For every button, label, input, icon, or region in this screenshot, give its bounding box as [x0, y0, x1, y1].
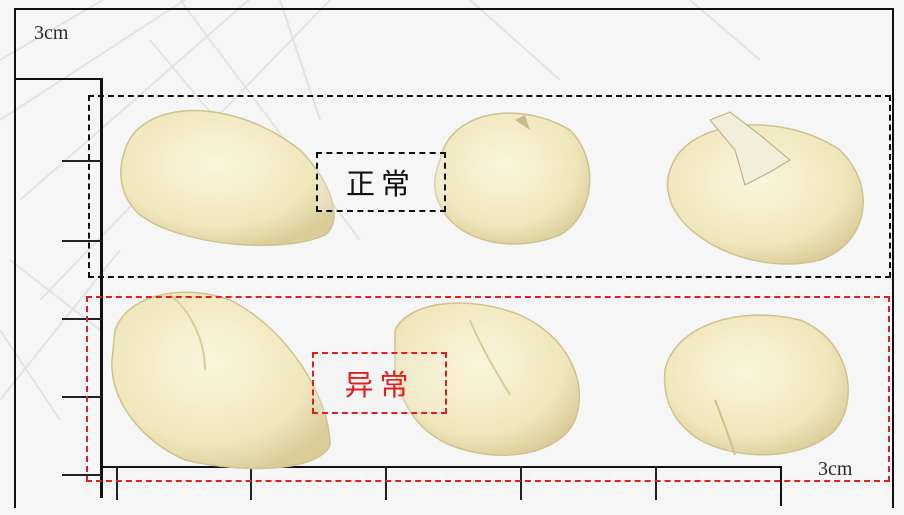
abnormal-label: 异常	[312, 352, 447, 414]
abnormal-group-box	[86, 296, 890, 482]
ruler-tick	[116, 466, 118, 500]
ruler-tick	[62, 474, 102, 476]
ruler-tick	[250, 466, 252, 500]
ruler-tick	[62, 160, 102, 162]
normal-group-box	[88, 95, 891, 278]
frame-top	[14, 8, 894, 10]
kernel-abnormal-2	[394, 302, 581, 456]
scale-label-top: 3cm	[34, 22, 69, 44]
kernel-normal-1	[120, 109, 335, 247]
ruler-tick	[62, 396, 102, 398]
kernel-normal-2	[434, 112, 591, 245]
kernel-abnormal-3	[663, 314, 849, 456]
ruler-horizontal	[100, 466, 782, 468]
kernel-abnormal-1	[111, 291, 331, 470]
ruler-tick	[385, 466, 387, 500]
normal-label: 正常	[316, 152, 446, 212]
scale-label-right: 3cm	[818, 458, 853, 480]
ruler-tick	[62, 240, 102, 242]
ruler-tick	[520, 466, 522, 500]
kernel-normal-3	[666, 111, 864, 265]
frame-left-outer	[14, 8, 16, 508]
ruler-tick	[62, 318, 102, 320]
ruler-tick	[655, 466, 657, 500]
ruler-vertical-top-cap	[14, 78, 102, 80]
ruler-horizontal-end	[780, 466, 782, 506]
frame-right	[892, 8, 894, 508]
ruler-vertical	[100, 78, 103, 498]
